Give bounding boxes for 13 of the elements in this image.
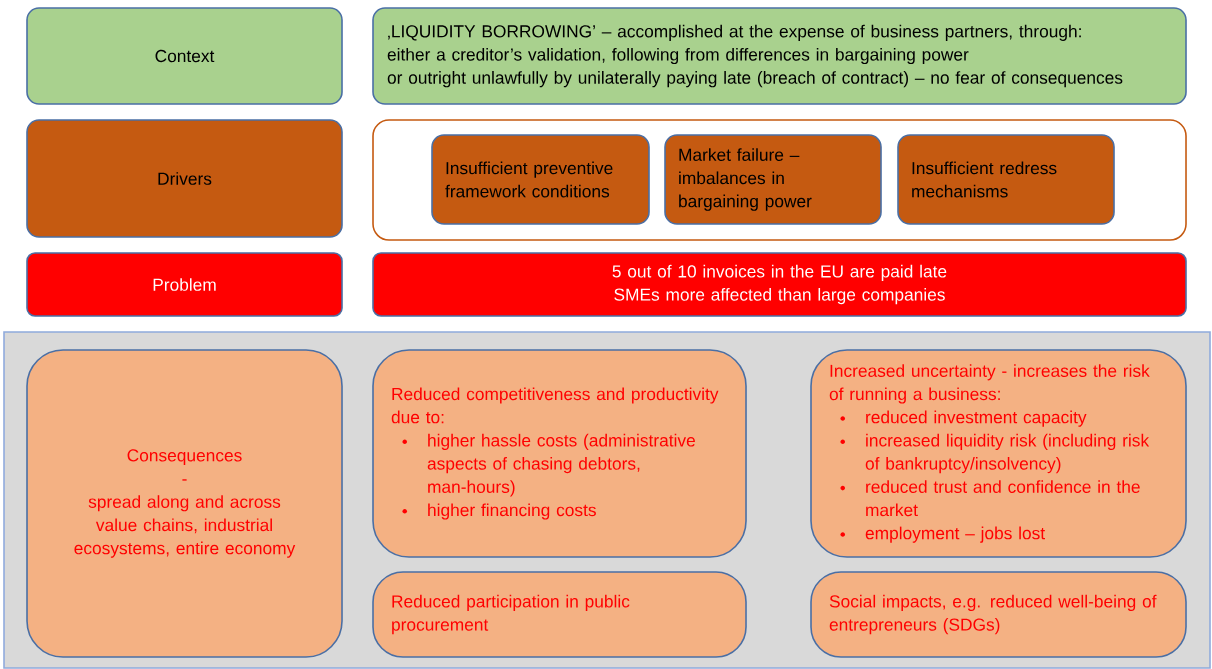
label-box: Drivers — [26, 119, 343, 238]
problem-banner: 5 out of 10 invoices in the EU are paid late SMEs more affected than large companies — [372, 252, 1187, 317]
label-box: Context — [26, 7, 343, 105]
driver-box: Insufficient redress mechanisms — [897, 134, 1115, 225]
driver-box: Insufficient preventive framework conditions — [431, 134, 650, 225]
problem-banner: Problem — [26, 252, 343, 317]
consequence-box: Reduced participation in public procurement — [372, 571, 747, 658]
consequence-box: Consequences - spread along and across value chains, industrial ecosystems, entire economy — [26, 349, 343, 658]
driver-box: Market failure – imbalances in bargaining power — [664, 134, 882, 225]
text-box: ‚LIQUIDITY BORROWING’ – accomplished at the expense of business partners, through: either a creditor’s validation, following from differences in bargaining power or outright unlawfully by unilaterally paying late (breach of contract) – no fear of consequences — [372, 7, 1187, 105]
consequence-box: Social impacts, e.g. reduced well-being of entrepreneurs (SDGs) — [810, 571, 1187, 658]
consequence-box: Increased uncertainty - increases the risk of running a business: reduced investment capacity increased liquidity risk (including risk of bankruptcy/insolvency) reduced trust and confidence in the market employment – jobs lost — [810, 349, 1187, 558]
consequence-box: Reduced competitiveness and productivity due to: higher hassle costs (administrative aspects of chasing debtors, man-hours) higher financing costs — [372, 349, 747, 558]
